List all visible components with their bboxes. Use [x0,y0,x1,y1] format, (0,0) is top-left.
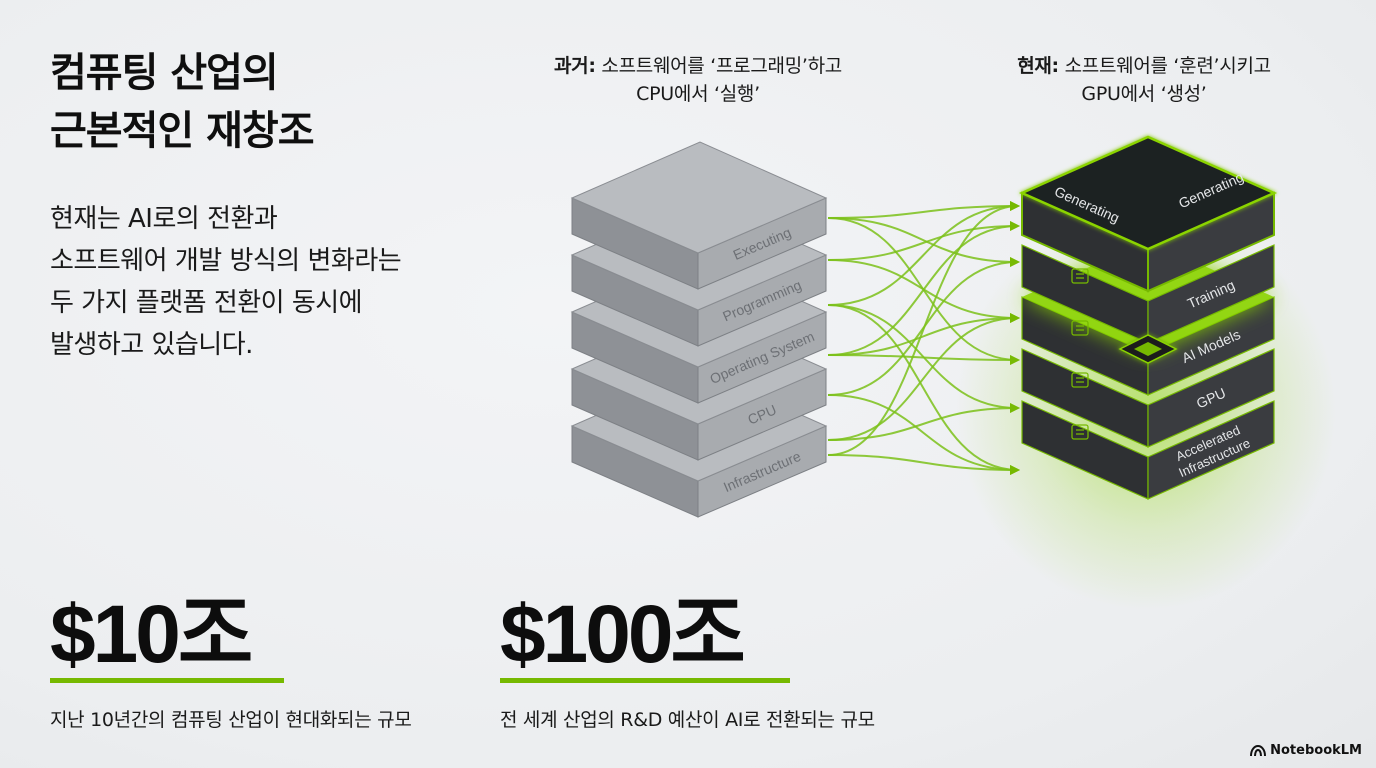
connector-arrow [827,201,1020,219]
connector-arrow [827,201,1020,456]
connector-arrow [827,403,1020,441]
brand: NotebookLM [1250,743,1362,758]
past-heading: 과거: 소프트웨어를 ‘프로그래밍’하고 CPU에서 ‘실행’ [498,52,898,108]
present-line-1: 소프트웨어를 ‘훈련’시키고 [1058,55,1272,77]
stat-100-trillion: $100조 전 세계 산업의 R&D 예산이 AI로 전환되는 규모 [500,590,875,732]
connector-arrow [827,221,1020,356]
chip-icon [1118,334,1178,364]
page-title: 컴퓨팅 산업의 근본적인 재창조 [50,44,315,160]
present-layer: GPU [1021,348,1275,448]
cpu-chip-icon [1071,372,1089,388]
present-prefix: 현재: [1017,55,1059,77]
stat-value: $10조 [50,589,253,680]
server-rack-icon [1071,424,1089,440]
notebooklm-logo-icon [1250,744,1267,756]
title-line-1: 컴퓨팅 산업의 [50,50,279,96]
connector-arrow [827,313,1020,356]
transition-connectors [827,201,1020,475]
stat-label: 지난 10년간의 컴퓨팅 산업이 현대화되는 규모 [50,709,412,731]
past-layer: Executing [570,141,828,290]
connector-arrow [827,313,1020,441]
present-line-2: GPU에서 ‘생성’ [1081,83,1207,105]
connector-arrow [827,454,1020,475]
description-line: 발생하고 있습니다. [50,330,253,360]
description-line: 소프트웨어 개발 방식의 변화라는 [50,246,402,276]
connector-arrow [827,304,1020,475]
network-icon [1071,320,1089,336]
stat-10-trillion: $10조 지난 10년간의 컴퓨팅 산업이 현대화되는 규모 [50,590,412,732]
description: 현재는 AI로의 전환과 소프트웨어 개발 방식의 변화라는 두 가지 플랫폼 … [50,198,402,366]
past-line-1: 소프트웨어를 ‘프로그래밍’하고 [595,55,842,77]
connector-arrow [827,221,1020,261]
past-prefix: 과거: [554,55,596,77]
past-line-2: CPU에서 ‘실행’ [636,83,760,105]
stat-underline [500,678,790,683]
brand-name: NotebookLM [1270,743,1362,758]
description-line: 현재는 AI로의 전환과 [50,204,278,234]
stat-label: 전 세계 산업의 R&D 예산이 AI로 전환되는 규모 [500,709,875,731]
connector-arrow [827,354,1020,365]
connector-arrow [827,217,1020,267]
description-line: 두 가지 플랫폼 전환이 동시에 [50,288,363,318]
connector-arrow [827,201,1020,306]
present-layer: Training [1021,244,1275,344]
stat-value: $100조 [500,589,746,680]
hand-robot-icon [1071,268,1089,284]
present-heading: 현재: 소프트웨어를 ‘훈련’시키고 GPU에서 ‘생성’ [944,52,1344,108]
title-line-2: 근본적인 재창조 [50,108,315,154]
stat-underline [50,678,284,683]
connector-arrow [827,394,1020,475]
